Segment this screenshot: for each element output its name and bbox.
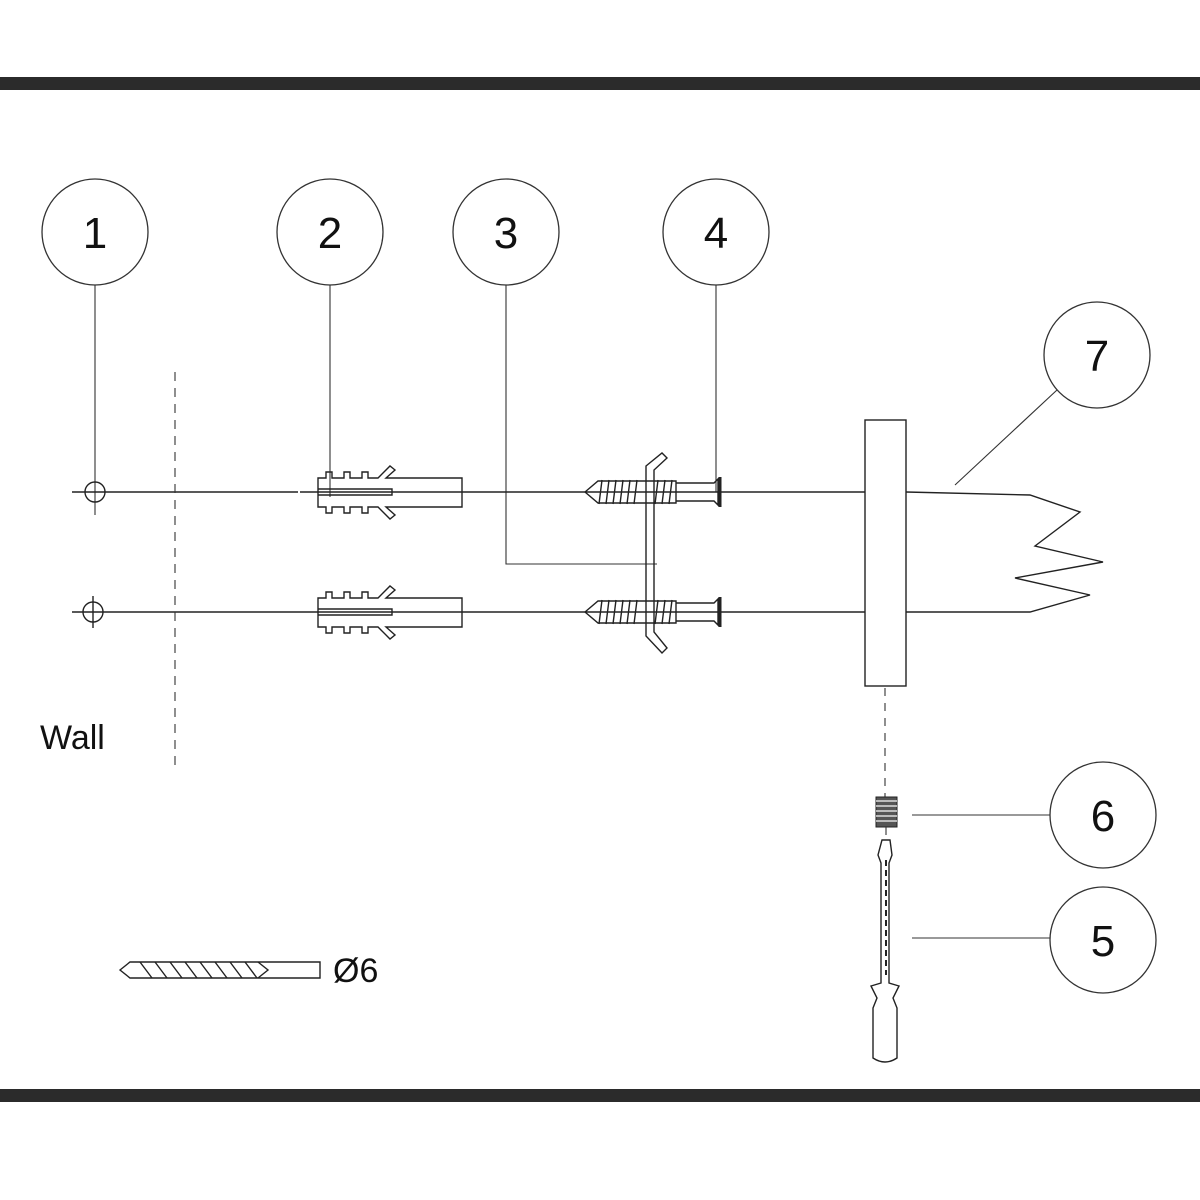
wall-anchor-bottom [317, 585, 463, 640]
leader-lines [94, 285, 1058, 939]
screw-top [583, 477, 722, 507]
mounting-bracket [645, 452, 669, 655]
callout-number: 3 [494, 209, 518, 258]
wall-flange [864, 419, 907, 687]
callout-number: 4 [704, 209, 728, 258]
callout-4: 4 [662, 178, 770, 286]
drill-size-label: Ø6 [333, 952, 378, 990]
bottom-border-bar [0, 1089, 1200, 1102]
wall-label: Wall [40, 719, 105, 757]
callout-5: 5 [1049, 886, 1157, 994]
towel-bar-tube [905, 491, 1104, 613]
callout-number: 6 [1091, 792, 1115, 841]
callout-number: 1 [83, 209, 107, 258]
callout-1: 1 [41, 178, 149, 286]
drill-bit-icon [118, 961, 321, 979]
top-border-bar [0, 77, 1200, 90]
wall-anchor-top [317, 465, 463, 520]
set-screw [875, 796, 898, 835]
drill-axis-lines [72, 491, 865, 613]
callout-number: 2 [318, 209, 342, 258]
callout-3: 3 [452, 178, 560, 286]
callout-2: 2 [276, 178, 384, 286]
screw-bottom [583, 597, 722, 627]
drill-hole-marks [82, 481, 106, 628]
screwdriver [870, 839, 900, 1063]
callout-7: 7 [1043, 301, 1151, 409]
callout-number: 5 [1091, 917, 1115, 966]
callout-6: 6 [1049, 761, 1157, 869]
callout-number: 7 [1085, 332, 1109, 381]
